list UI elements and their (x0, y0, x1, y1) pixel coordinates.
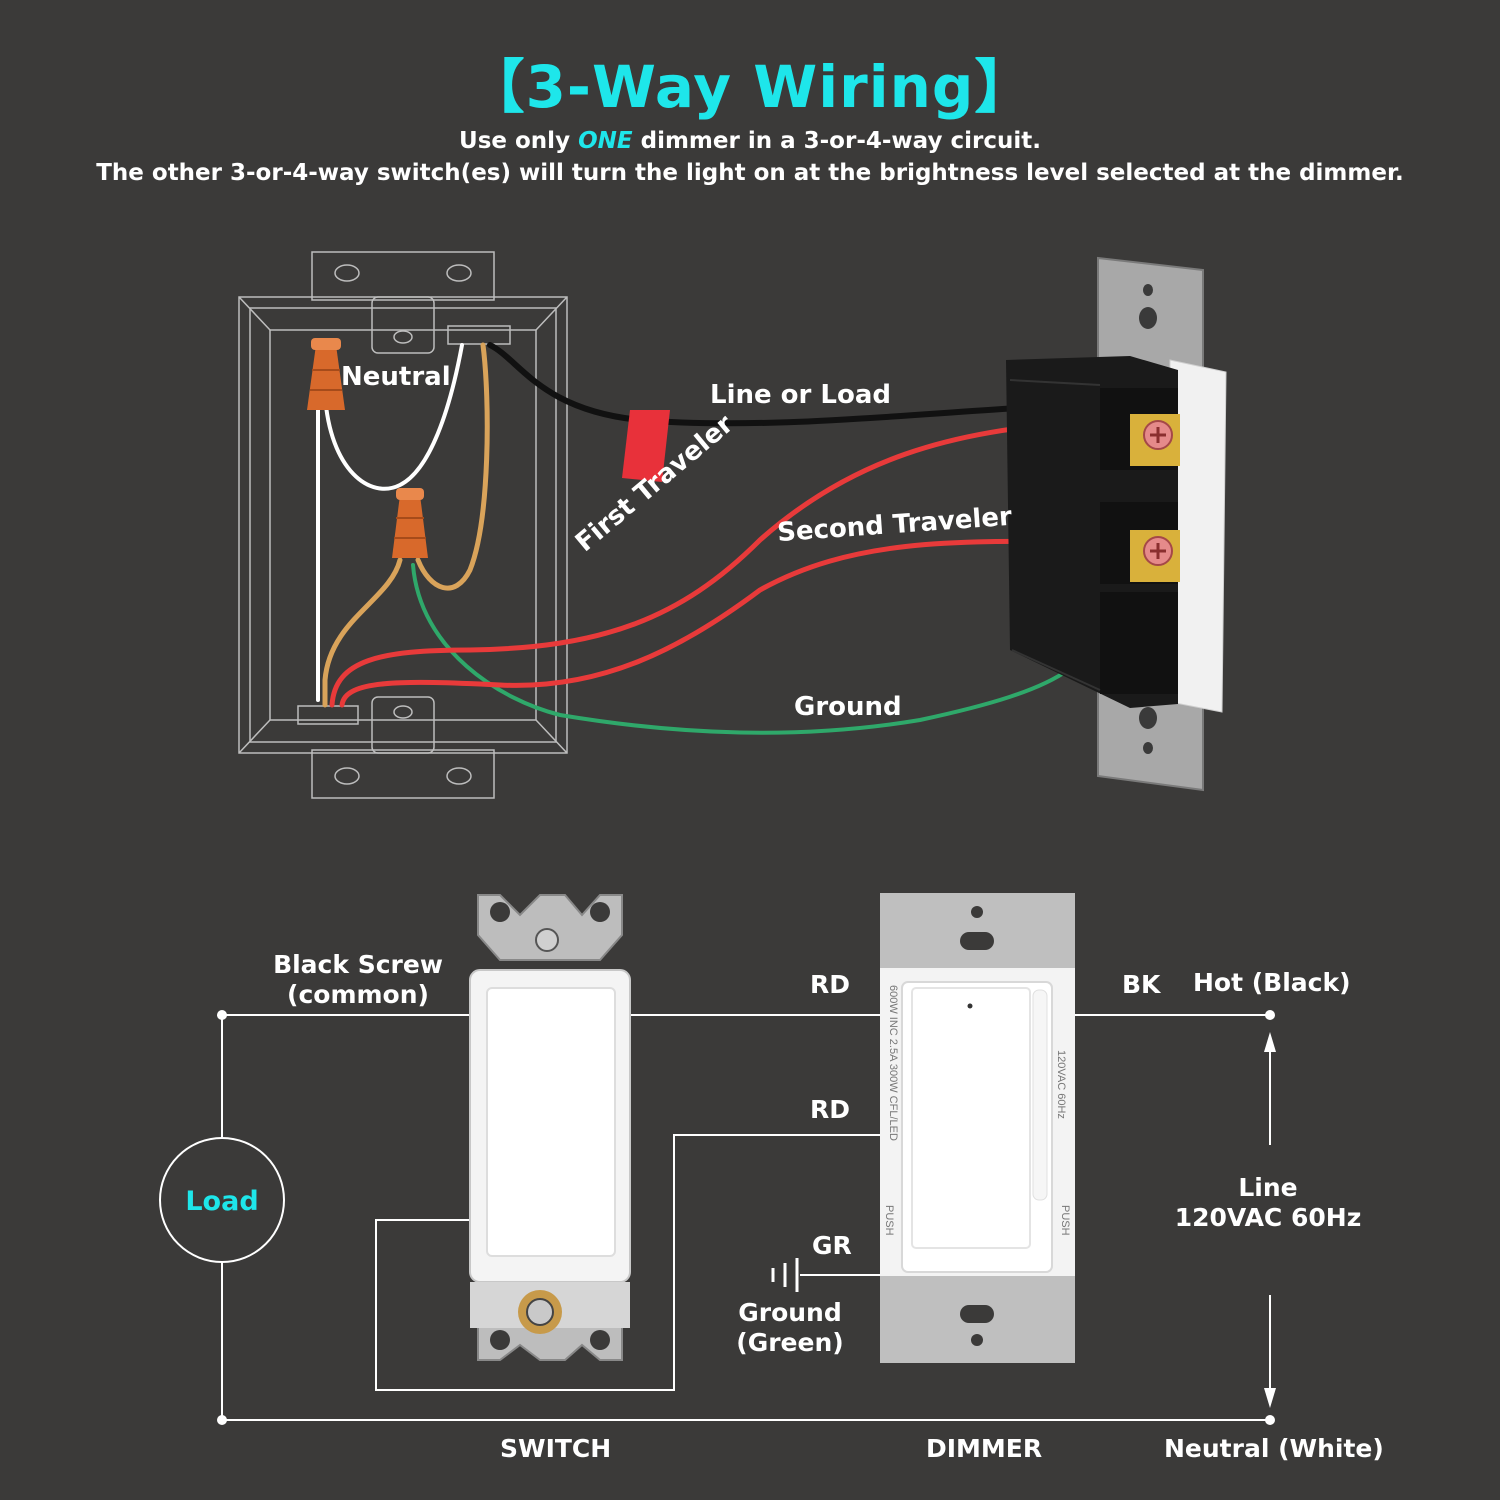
switch-label: SWITCH (500, 1434, 612, 1463)
subtitle-emphasis: ONE (578, 128, 633, 154)
box-inner (249, 307, 557, 743)
wire-nut-icon (392, 488, 428, 558)
neutral-white-label: Neutral (White) (1164, 1434, 1384, 1463)
dimmer-markings: 600W INC 2.5A 300W CFL/LED 120VAC 60Hz P… (883, 985, 1071, 1236)
strap-hole (971, 906, 983, 918)
screw-terminal-icon (1130, 530, 1180, 582)
yoke-hole (490, 1330, 510, 1350)
subtitle-suffix: dimmer in a 3-or-4-way circuit. (632, 128, 1041, 154)
box-back (269, 329, 537, 721)
line-label-2: 120VAC 60Hz (1174, 1203, 1362, 1232)
dimmer-paddle (911, 987, 1031, 1249)
dimmer-front (880, 893, 1075, 1363)
body-edge (1009, 379, 1101, 691)
indicator-led (967, 1003, 973, 1009)
box-hole (446, 767, 472, 785)
junction-dot (1265, 1415, 1275, 1425)
switch-top-yoke (477, 894, 623, 961)
wire-nut-icon (307, 338, 345, 410)
dimmer-side-view (1006, 256, 1227, 792)
ground-label: Ground (794, 692, 902, 722)
box-tab-hole (393, 330, 413, 344)
rating-right-text: 120VAC 60Hz (1055, 1050, 1067, 1119)
black-screw-label: Black Screw(common) (268, 950, 448, 1010)
neutral-wire-loop (323, 343, 464, 491)
arrow-up-icon (1264, 1032, 1276, 1052)
subtitle-prefix: Use only (459, 128, 579, 154)
ground-green-1: Ground (738, 1298, 842, 1327)
line-or-load-wire (487, 342, 1023, 427)
strap-slot (960, 1305, 994, 1323)
yoke-hole (590, 902, 610, 922)
box-tab-hole (393, 705, 413, 719)
switch-bottom-yoke (477, 1324, 623, 1361)
yoke-hole (490, 902, 510, 922)
push-label-right: PUSH (1059, 1205, 1071, 1236)
bk-label: BK (1122, 970, 1161, 999)
ground-screw (535, 928, 559, 952)
black-screw-line-2: (common) (287, 980, 429, 1009)
second-traveler-wire (339, 538, 1088, 708)
junction-dot (217, 1010, 227, 1020)
load-circle (159, 1137, 285, 1263)
switch-rocker (486, 987, 616, 1257)
dimmer-slider[interactable] (1032, 989, 1048, 1201)
screw-head (526, 1298, 554, 1326)
rating-left-text: 600W INC 2.5A 300W CFL/LED (887, 985, 899, 1141)
hot-label: Hot (Black) (1193, 968, 1351, 997)
strap-hole (1143, 284, 1153, 296)
bare-wire-down (322, 557, 403, 708)
ground-green-2: (Green) (736, 1328, 844, 1357)
junction-dot (1265, 1010, 1275, 1020)
box-hole (334, 264, 360, 282)
wall-box (238, 251, 568, 799)
box-bevel (238, 296, 568, 754)
load-label: Load (185, 1186, 259, 1217)
dimmer-label: DIMMER (926, 1434, 1043, 1463)
box-ear-top (311, 251, 495, 301)
red-tape-marker (622, 410, 670, 482)
bare-wire-loop (415, 342, 490, 591)
three-way-switch (469, 894, 631, 1361)
box-hole (446, 264, 472, 282)
neutral-label: Neutral (341, 362, 451, 392)
black-screw-line-1: Black Screw (273, 950, 443, 979)
first-traveler-wire (329, 419, 1088, 708)
page-title: 【3-Way Wiring】 (466, 53, 1034, 121)
cable-clamp-top (447, 325, 511, 345)
dimmer-body-block (1100, 592, 1178, 694)
screw-terminal-icon (1130, 414, 1180, 466)
box-tab-top (371, 296, 435, 354)
ground-green-label: Ground(Green) (712, 1298, 868, 1358)
rd-top-label: RD (810, 970, 851, 999)
strap-slot (960, 932, 994, 950)
line-or-load-label: Line or Load (710, 380, 891, 410)
rd-mid-label: RD (810, 1095, 851, 1124)
line-label-1: Line (1238, 1173, 1298, 1202)
box-tab-bottom (371, 696, 435, 754)
cable-clamp-bottom (297, 705, 359, 725)
junction-dot (217, 1415, 227, 1425)
strap-hole (1143, 742, 1153, 754)
subtitle-line-2: The other 3-or-4-way switch(es) will tur… (96, 160, 1404, 186)
arrow-down-icon (1264, 1388, 1276, 1408)
yoke-hole (590, 1330, 610, 1350)
box-hole (334, 767, 360, 785)
box-ear-bottom (311, 749, 495, 799)
ground-wire (411, 563, 1070, 735)
strap-hole (1139, 307, 1157, 329)
subtitle-line-1: Use only ONE dimmer in a 3-or-4-way circ… (0, 128, 1500, 154)
schematic-lines (221, 1014, 1271, 1421)
ground-symbol-icon (771, 1258, 799, 1292)
strap-hole (971, 1334, 983, 1346)
strap-hole (1139, 707, 1157, 729)
rd-mid-wire (375, 1134, 882, 1391)
push-label-left: PUSH (883, 1205, 895, 1236)
gr-label: GR (812, 1231, 852, 1260)
box-wires (316, 342, 1088, 735)
